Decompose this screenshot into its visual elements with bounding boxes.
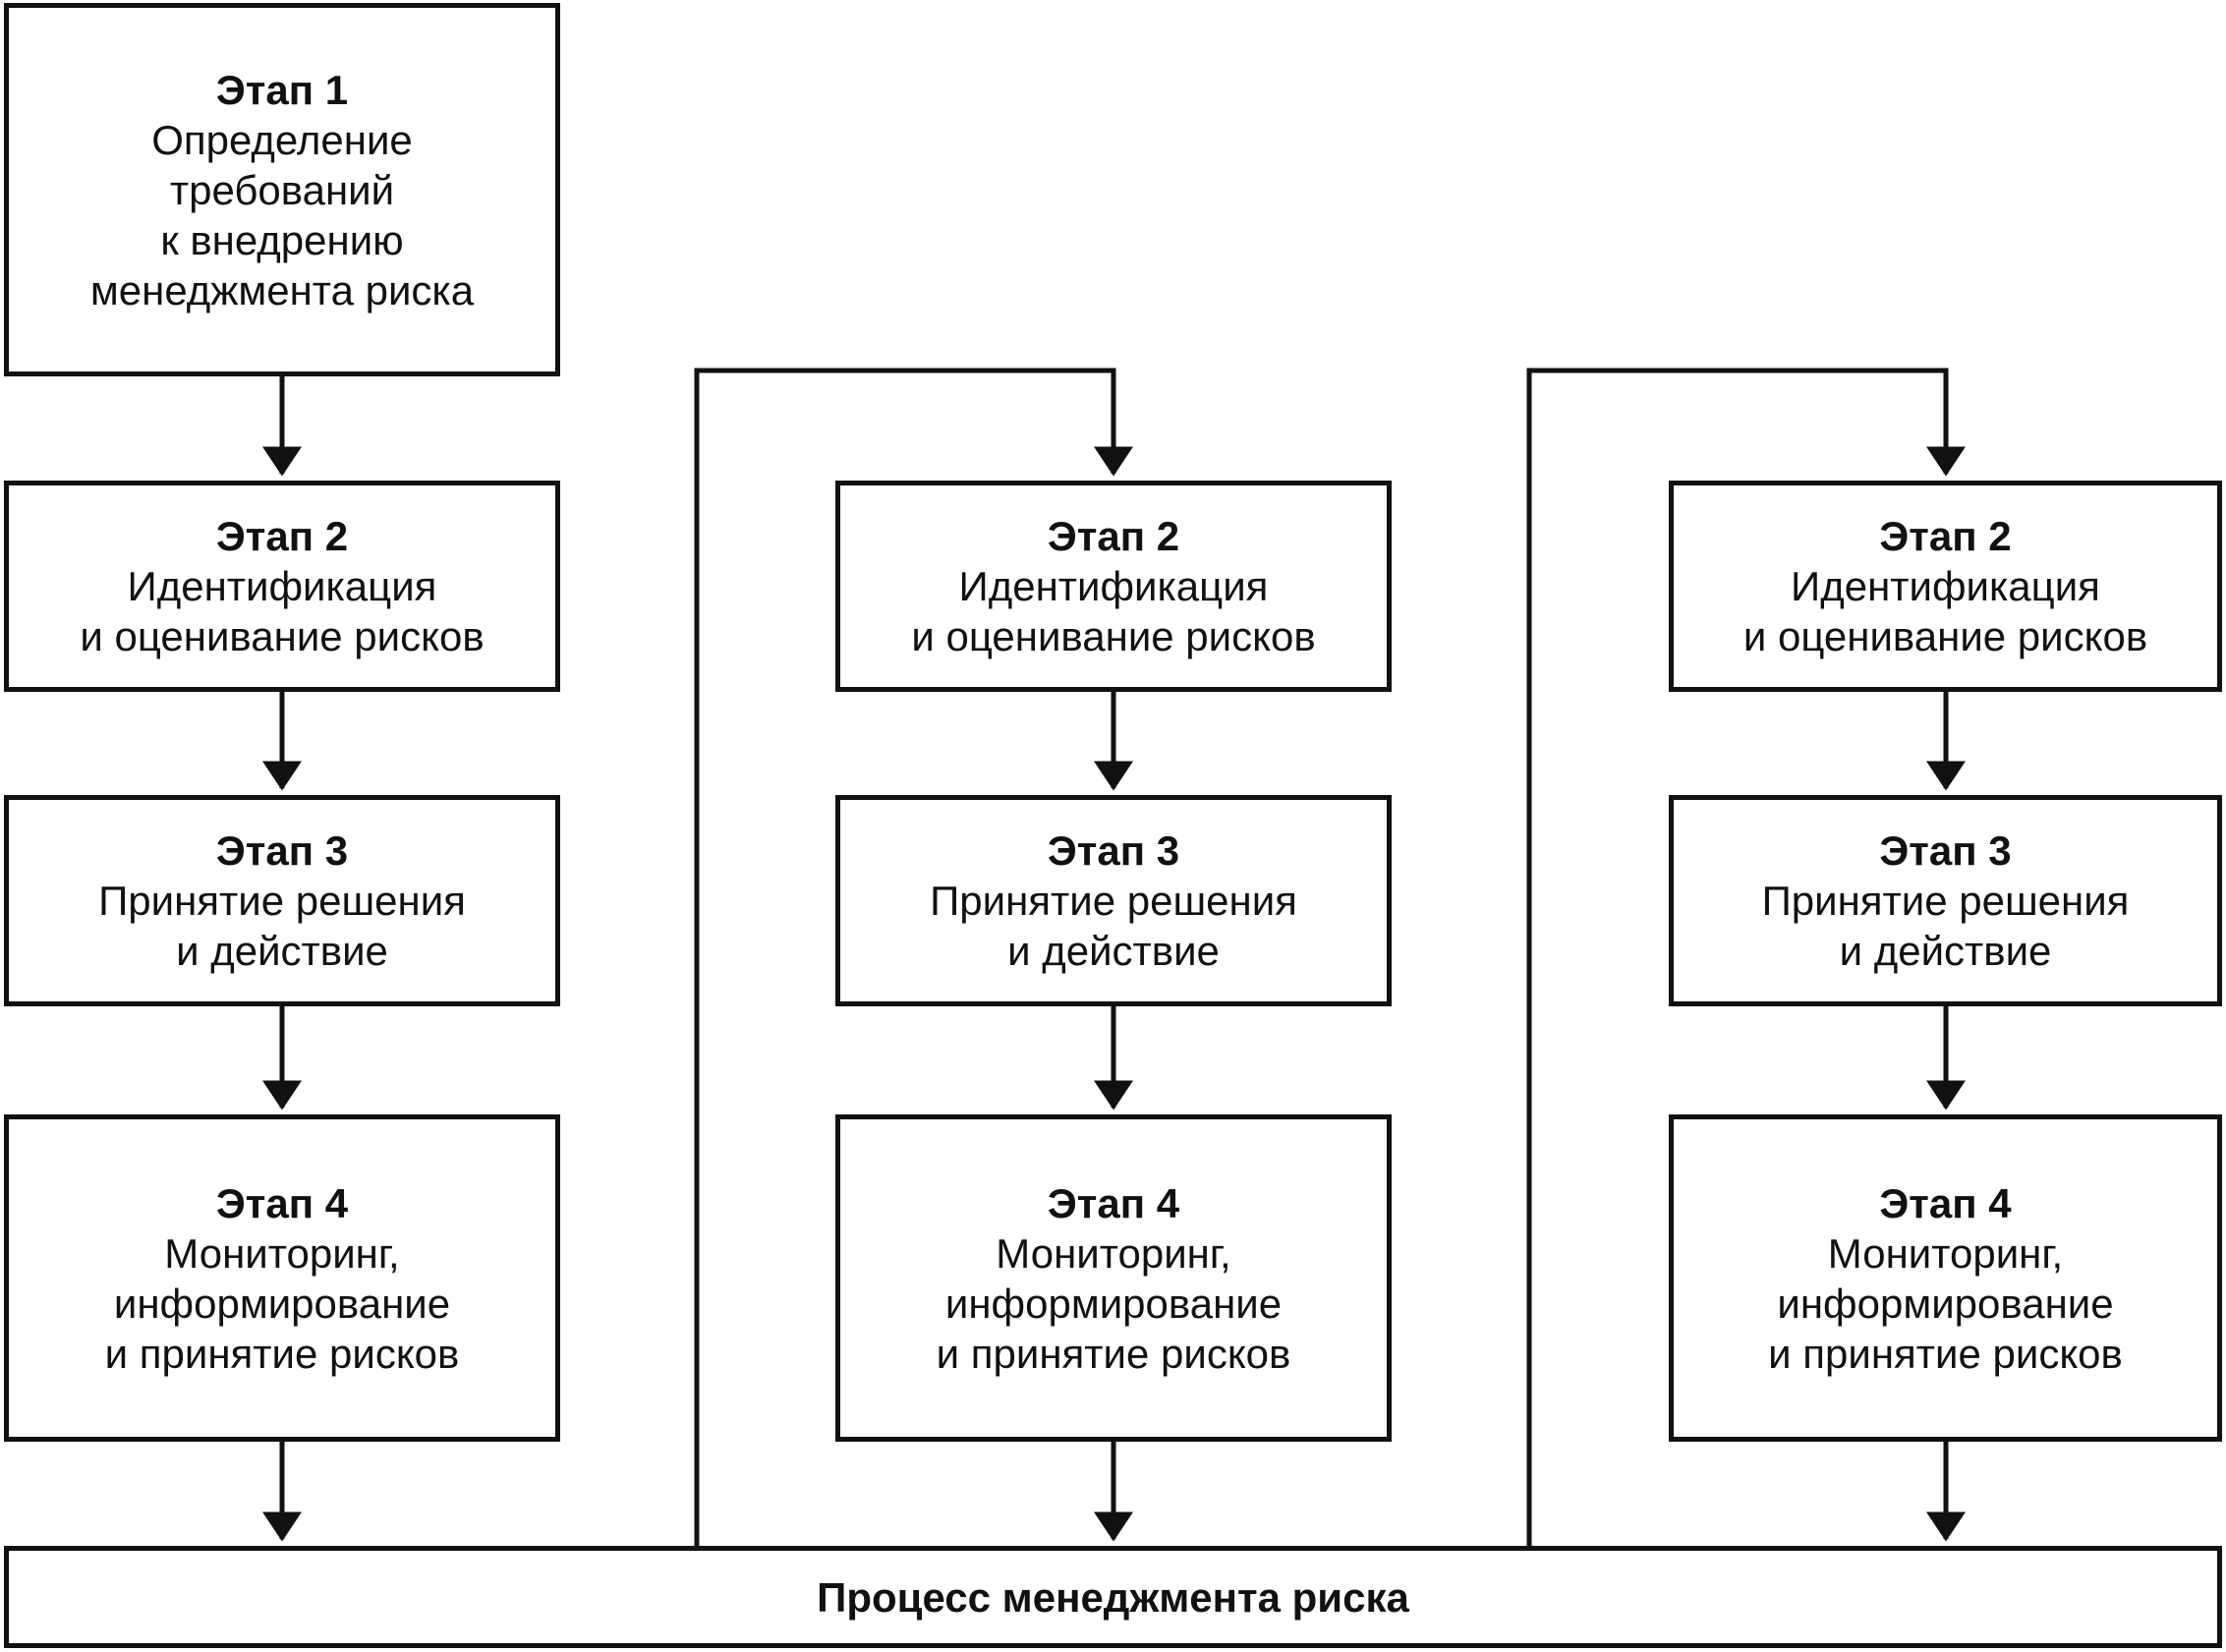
stage2-line: Идентификация — [1791, 563, 2100, 609]
column2-stage4-box: Этап 4 Мониторинг, информирование и прин… — [835, 1114, 1392, 1442]
column3-stage4-box: Этап 4 Мониторинг, информирование и прин… — [1669, 1114, 2222, 1442]
process-label: Процесс менеджмента риска — [817, 1573, 1409, 1621]
stage4-line: и принятие рисков — [1768, 1330, 2123, 1377]
column2-stage3-box: Этап 3 Принятие решения и действие — [835, 795, 1392, 1006]
stage3-line: и действие — [1007, 928, 1220, 974]
stage1-line: Определение — [151, 116, 413, 163]
column1-stage2-box: Этап 2 Идентификация и оценивание рисков — [4, 481, 560, 692]
stage3-title: Этап 3 — [1047, 827, 1180, 874]
stage1-title: Этап 1 — [215, 66, 349, 113]
stage3-line: Принятие решения — [930, 878, 1297, 924]
process-box: Процесс менеджмента риска — [4, 1546, 2222, 1648]
stage4-line: Мониторинг, — [1827, 1229, 2064, 1277]
stage1-line: менеджмента риска — [89, 266, 475, 313]
stage4-line: информирование — [944, 1280, 1283, 1327]
stage2-line: и оценивание рисков — [911, 613, 1316, 659]
stage2-line: Идентификация — [127, 563, 437, 609]
stage4-line: информирование — [113, 1280, 451, 1327]
stage2-line: Идентификация — [958, 563, 1269, 609]
stage4-line: и принятие рисков — [104, 1330, 460, 1377]
column3-stage3-box: Этап 3 Принятие решения и действие — [1669, 795, 2222, 1006]
stage1-line: к внедрению — [160, 216, 404, 263]
column1-stage3-box: Этап 3 Принятие решения и действие — [4, 795, 560, 1006]
stage2-title: Этап 2 — [1879, 513, 2012, 559]
stage3-line: и действие — [176, 928, 388, 974]
stage4-line: информирование — [1777, 1280, 2114, 1327]
stage3-title: Этап 3 — [215, 827, 349, 874]
feedback-loop-arrow — [1526, 368, 1966, 1546]
stage1-line: требований — [169, 166, 395, 213]
stage4-title: Этап 4 — [215, 1179, 349, 1226]
stage4-title: Этап 4 — [1047, 1179, 1180, 1226]
stage3-line: Принятие решения — [1761, 878, 2130, 924]
stage3-line: и действие — [1839, 928, 2052, 974]
feedback-loop-arrow — [694, 368, 1133, 1546]
column1-stage4-box: Этап 4 Мониторинг, информирование и прин… — [4, 1114, 560, 1442]
stage4-title: Этап 4 — [1879, 1179, 2012, 1226]
stage4-line: Мониторинг, — [164, 1229, 400, 1277]
stage3-title: Этап 3 — [1879, 827, 2012, 874]
stage2-line: и оценивание рисков — [1742, 613, 2148, 659]
stage4-line: и принятие рисков — [936, 1330, 1291, 1377]
stage4-line: Мониторинг, — [996, 1229, 1231, 1277]
stage2-title: Этап 2 — [215, 513, 349, 559]
stage2-line: и оценивание рисков — [80, 613, 485, 659]
column2-stage2-box: Этап 2 Идентификация и оценивание рисков — [835, 481, 1392, 692]
stage3-line: Принятие решения — [98, 878, 466, 924]
stage2-title: Этап 2 — [1047, 513, 1180, 559]
column3-stage2-box: Этап 2 Идентификация и оценивание рисков — [1669, 481, 2222, 692]
stage1-box: Этап 1 Определение требований к внедрени… — [4, 3, 560, 376]
